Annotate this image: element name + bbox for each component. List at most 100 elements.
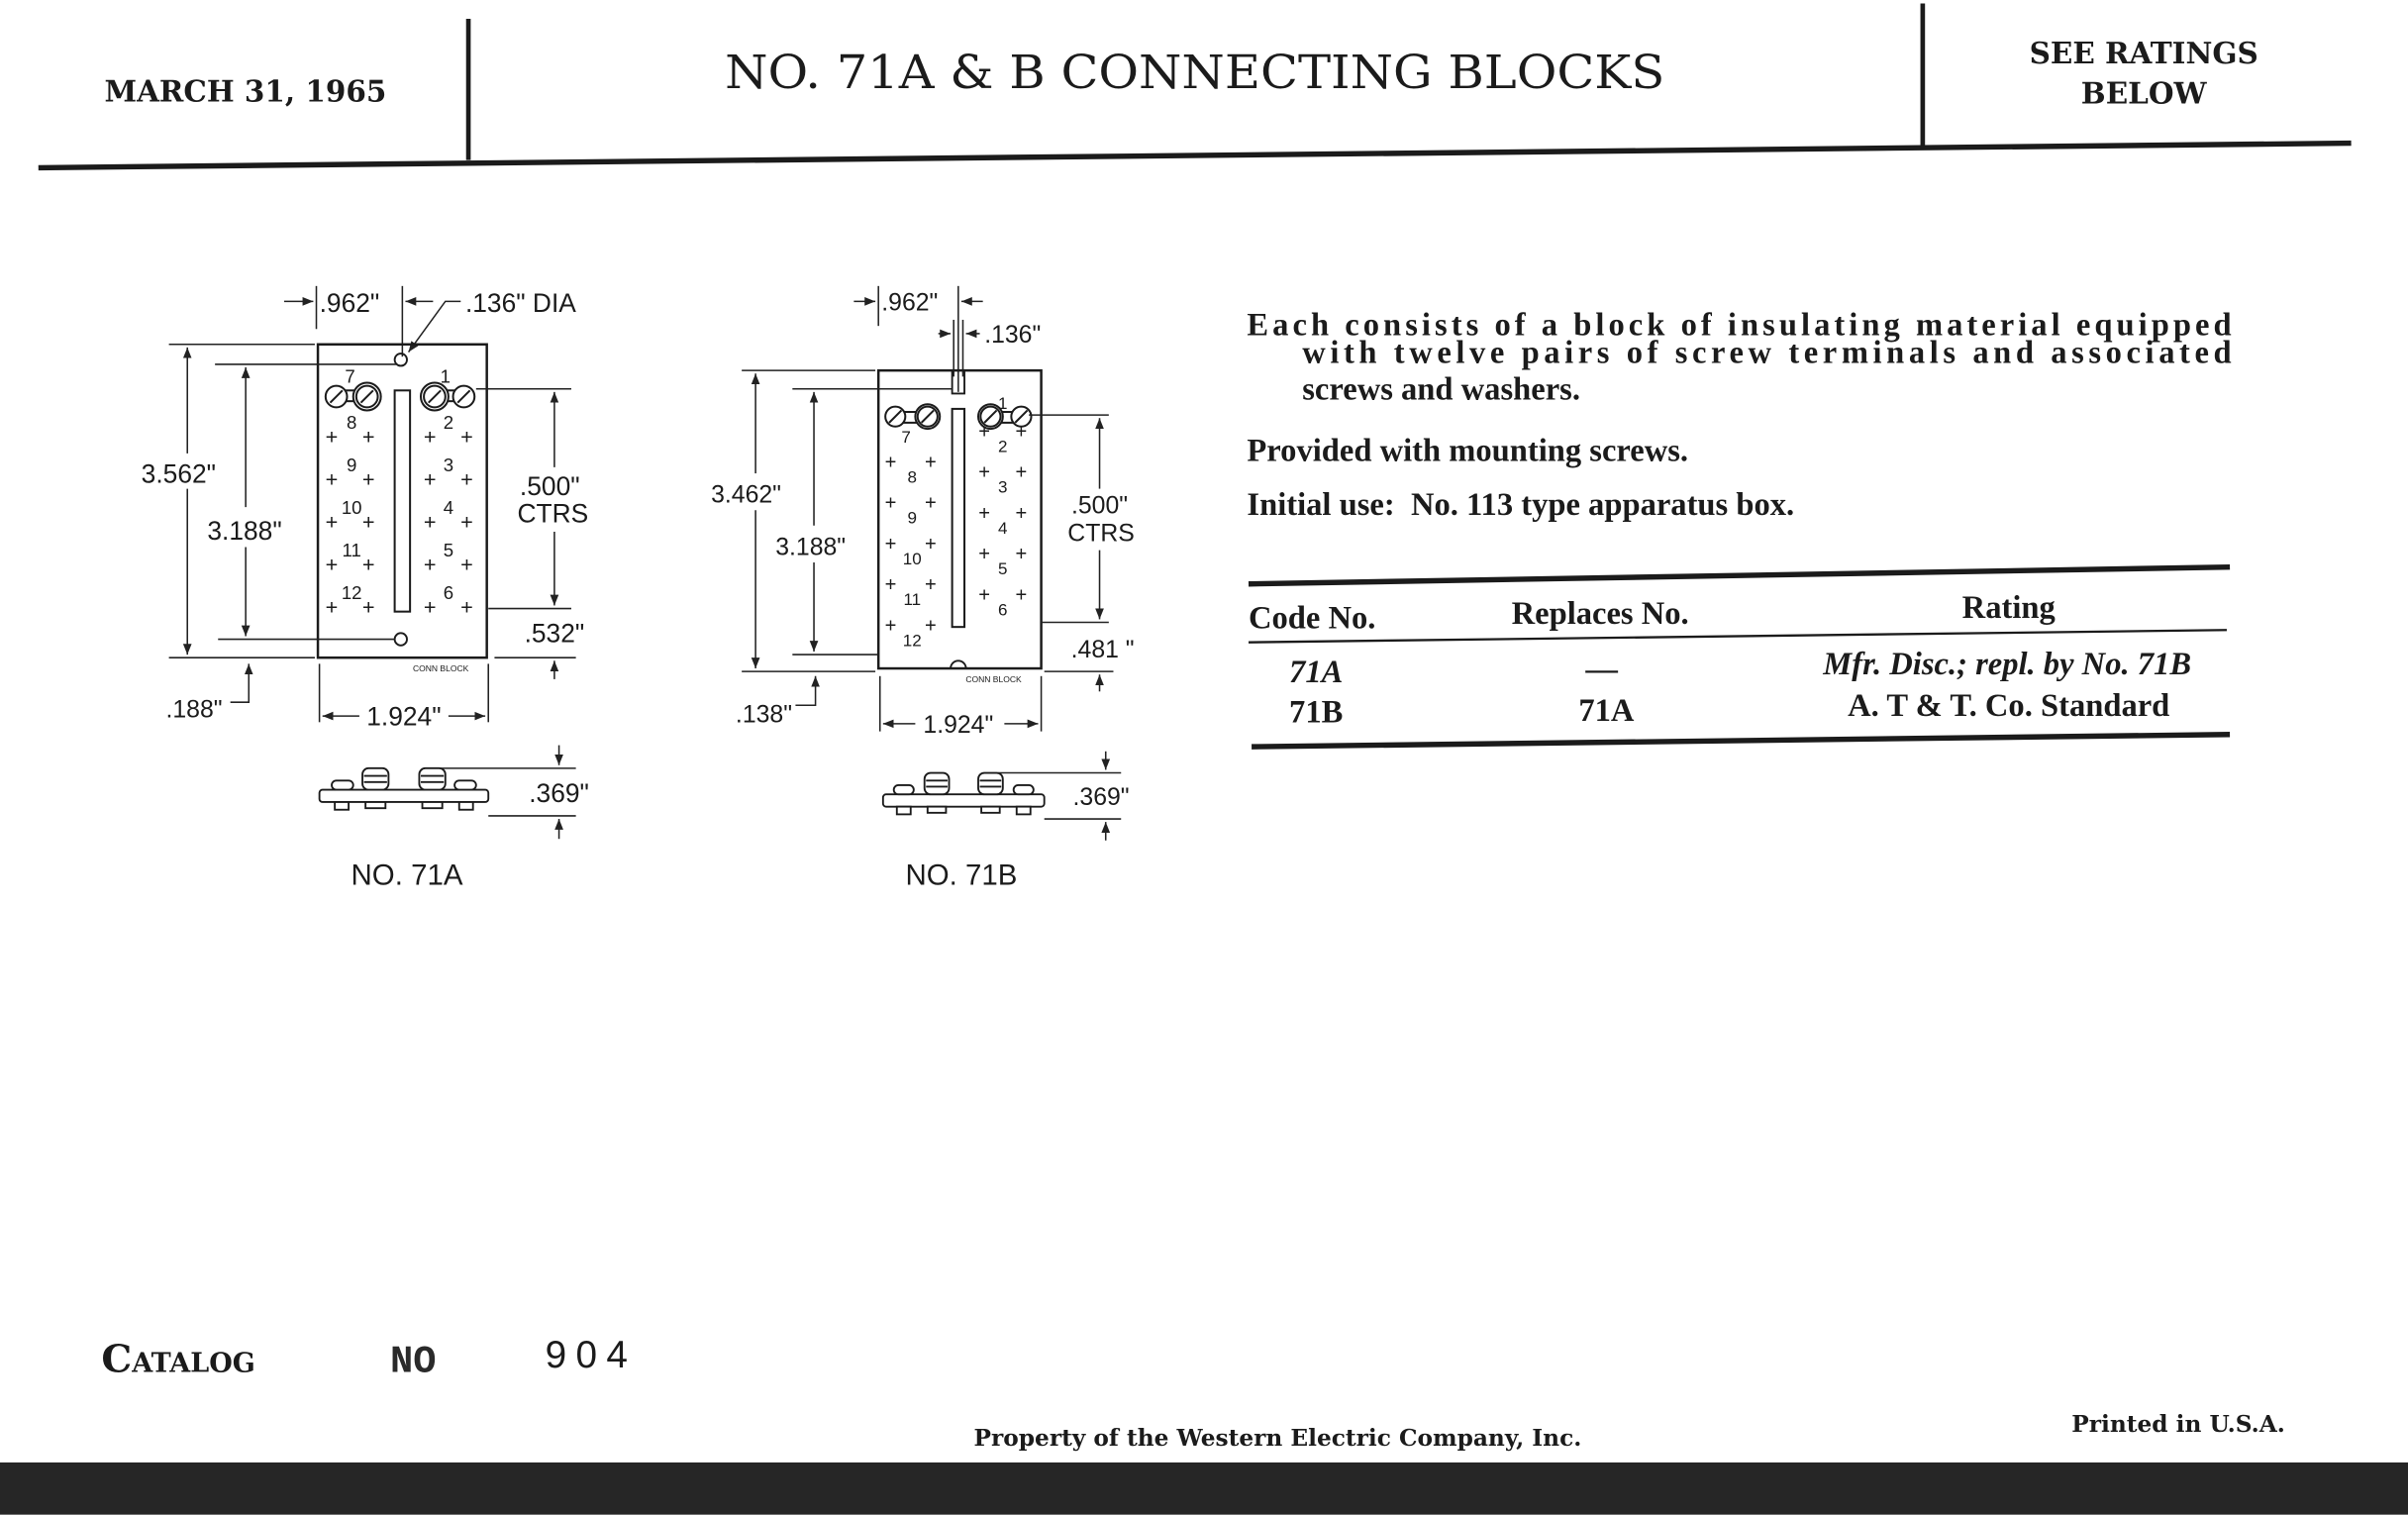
terminal-3: 3 [998,478,1007,497]
dim-962: .962" [320,288,380,318]
terminal-2: 2 [444,412,453,433]
terminal-screw-mark: + [362,552,375,576]
terminal-screw-mark: + [1016,544,1028,565]
mounting-note: Provided with mounting screws. [1247,434,1688,469]
dim-ctrs: CTRS [1067,520,1135,547]
dim-3562: 3.562" [142,458,216,488]
terminal-6: 6 [444,582,453,603]
block-label: CONN BLOCK [413,663,469,673]
sheet-title: NO. 71A & B CONNECTING BLOCKS [725,46,1664,99]
side-view-71a [318,766,490,811]
terminal-screw-mark: + [885,574,897,596]
terminal-11: 11 [903,590,921,609]
block-label: CONN BLOCK [965,674,1022,684]
terminal-8: 8 [347,412,356,433]
drawing-71a: .962" .136" DIA 7 1 8++9++10++11++12++2+… [142,285,589,892]
initial-use-note: Initial use: No. 113 type apparatus box. [1247,487,1794,523]
terminal-screw-mark: + [362,594,375,619]
terminal-screw-mark: + [460,594,473,619]
terminal-screw-mark: + [326,594,339,619]
terminal-screw-mark: + [925,574,937,596]
terminal-screw-mark: + [362,510,375,535]
terminal-screw-mark: + [460,425,473,450]
cell-replaces: — [1584,652,1618,687]
table-row: 71B 71A A. T & T. Co. Standard [1289,688,2169,730]
dim-500: .500" [520,471,580,501]
terminal-screw-mark: + [424,425,437,450]
catalog-number: 904 [546,1334,638,1376]
terminal-1: 1 [441,366,451,387]
terminal-screw-mark: + [326,552,339,576]
description-line-3: screws and washers. [1302,372,1580,408]
screw-pair-icon [884,403,1033,431]
header-rule [38,140,2352,171]
table-row: 71A — Mfr. Disc.; repl. by No. 71B [1289,647,2191,690]
terminal-12: 12 [342,582,362,603]
terminal-screw-mark: + [1016,462,1028,484]
terminal-2: 2 [998,437,1007,455]
terminal-screw-mark: + [362,467,375,492]
description: Each consists of a block of insulating m… [1247,307,2231,522]
terminal-screw-mark: + [1016,503,1028,525]
terminal-screw-mark: + [925,493,937,515]
dim-1924: 1.924" [923,712,993,739]
terminal-screw-mark: + [424,552,437,576]
terminal-9: 9 [347,454,356,475]
terminal-screw-mark: + [978,544,990,565]
block-71a-outline [316,343,488,659]
terminal-screw-mark: + [326,425,339,450]
terminal-screw-mark: + [978,584,990,606]
terminal-screw-mark: + [978,462,990,484]
terminal-screw-mark: + [424,594,437,619]
terminal-screw-mark: + [362,425,375,450]
terminal-screw-mark: + [978,421,990,443]
dim-369: .369" [529,778,589,808]
terminal-screw-mark: + [925,534,937,556]
terminal-screw-mark: + [424,510,437,535]
ratings-note-line2: BELOW [2081,75,2208,110]
ratings-table: Code No. Replaces No. Rating 71A — Mfr. … [1248,563,2231,750]
caption-71b: NO. 71B [905,859,1017,892]
cell-rating: Mfr. Disc.; repl. by No. 71B [1822,647,2191,682]
terminal-11: 11 [343,540,361,560]
caption-71a: NO. 71A [351,859,463,892]
terminal-screw-mark: + [326,467,339,492]
header-replaces-no: Replaces No. [1512,596,1689,632]
terminal-5: 5 [998,559,1007,578]
terminal-screw-mark: + [925,452,937,473]
dim-138: .138" [736,701,792,728]
terminal-screw-mark: + [460,552,473,576]
terminal-screw-mark: + [885,534,897,556]
description-line-2: with twelve pairs of screw terminals and… [1302,335,2231,370]
dim-3462: 3.462" [711,482,781,509]
property-note: Property of the Western Electric Company… [974,1425,1582,1452]
terminal-6: 6 [998,600,1007,619]
printed-note: Printed in U.S.A. [2071,1411,2285,1438]
header-code-no: Code No. [1249,601,1375,637]
terminal-4: 4 [444,497,453,518]
dim-962: .962" [881,290,938,317]
terminal-4: 4 [998,519,1007,538]
drawing-71b: .962" .136" 7 1 8++9++10++11++12++2++3++… [711,285,1135,892]
dim-136-dia: .136" DIA [465,288,576,318]
terminal-10: 10 [903,550,922,568]
terminal-screw-mark: + [460,510,473,535]
terminal-10: 10 [342,497,362,518]
cell-rating: A. T & T. Co. Standard [1848,688,2169,724]
terminal-screw-mark: + [460,467,473,492]
sheet-date: MARCH 31, 1965 [104,74,386,109]
catalog-no-label: NO [390,1340,437,1383]
terminal-screw-mark: + [1016,421,1028,443]
dim-ctrs: CTRS [517,499,588,529]
block-71b-outline [876,368,1043,670]
terminal-screw-mark: + [885,493,897,515]
dim-369: .369" [1073,784,1130,811]
terminal-8: 8 [908,467,917,486]
cell-code: 71A [1289,655,1343,690]
terminal-7: 7 [901,428,910,447]
terminal-screw-mark: + [885,452,897,473]
side-view-71b [881,771,1046,816]
terminal-12: 12 [903,631,922,650]
terminal-7: 7 [345,366,354,387]
